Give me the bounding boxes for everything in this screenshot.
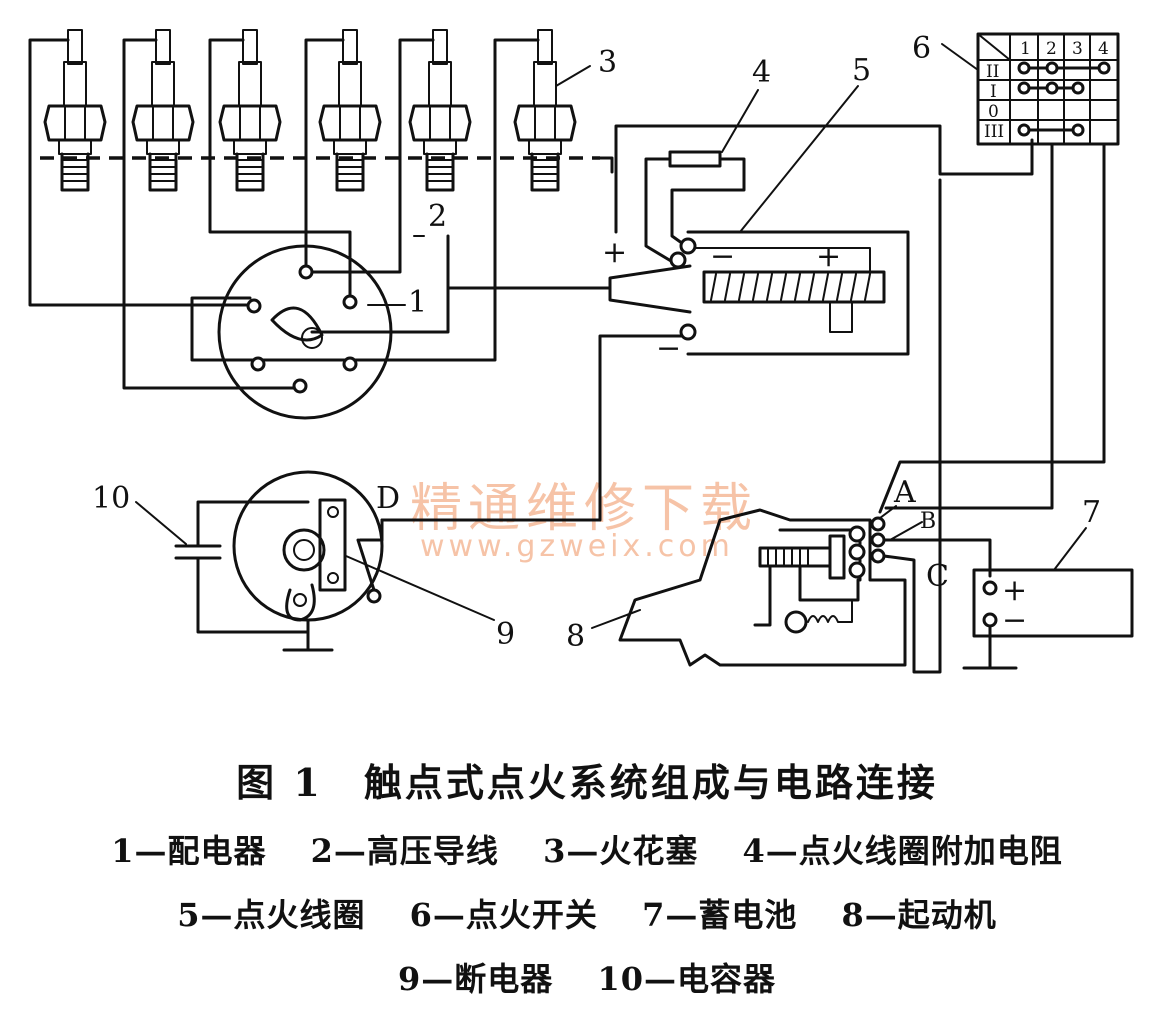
callout-2: 2 bbox=[428, 199, 447, 234]
legend-item: 4—点火线圈附加电阻 bbox=[742, 832, 1063, 870]
legend-item: 10—电容器 bbox=[597, 960, 776, 998]
callout-7: 7 bbox=[1082, 495, 1101, 530]
coil-primary-plus: + bbox=[816, 239, 841, 274]
coil-minus-terminal: − bbox=[656, 331, 681, 366]
legend-item: 8—起动机 bbox=[841, 896, 997, 934]
coil-plus-terminal: + bbox=[602, 235, 627, 270]
figure-title: 图 1 触点式点火系统组成与电路连接 bbox=[236, 760, 938, 805]
ignition-circuit-diagram: 精通维修下载 www.gzweix.com bbox=[28, 29, 1134, 674]
legend-row-1: 1—配电器 2—高压导线 3—火花塞 4—点火线圈附加电阻 bbox=[0, 826, 1174, 872]
callout-4: 4 bbox=[752, 55, 771, 90]
legend-item: 3—火花塞 bbox=[543, 832, 699, 870]
distributor bbox=[217, 244, 393, 420]
callout-8: 8 bbox=[566, 619, 585, 654]
spark-plug bbox=[43, 29, 107, 192]
legend-item: 7—蓄电池 bbox=[642, 896, 798, 934]
terminal-C: C bbox=[926, 559, 949, 594]
callout-1: 1 bbox=[408, 285, 427, 320]
ballast-resistor bbox=[614, 124, 1034, 266]
switch-row-I: I bbox=[990, 82, 997, 102]
high-voltage-leads bbox=[28, 38, 612, 390]
legend-row-3: 9—断电器 10—电容器 bbox=[0, 954, 1174, 1000]
callout-10: 10 bbox=[92, 481, 130, 516]
callout-3: 3 bbox=[598, 45, 617, 80]
capacitor bbox=[174, 500, 310, 634]
legend-item: 1—配电器 bbox=[111, 832, 267, 870]
battery-minus: − bbox=[1002, 603, 1027, 638]
terminal-D: D bbox=[376, 481, 400, 516]
legend-row-2: 5—点火线圈 6—点火开关 7—蓄电池 8—起动机 bbox=[0, 890, 1174, 936]
switch-col-1: 1 bbox=[1020, 39, 1031, 59]
callout-5: 5 bbox=[852, 53, 871, 88]
battery-plus: + bbox=[1002, 573, 1027, 608]
switch-col-2: 2 bbox=[1046, 39, 1057, 59]
terminal-B: B bbox=[920, 509, 936, 534]
spark-plug bbox=[513, 29, 577, 192]
legend-item: 6—点火开关 bbox=[409, 896, 598, 934]
ignition-switch: 1 2 3 4 II I 0 III bbox=[878, 32, 1120, 514]
spark-plug bbox=[131, 29, 195, 192]
battery: + − bbox=[962, 568, 1134, 670]
spark-plug bbox=[218, 29, 282, 192]
watermark: 精通维修下载 www.gzweix.com bbox=[410, 479, 758, 564]
switch-row-III: III bbox=[984, 122, 1004, 142]
spark-plug bbox=[318, 29, 382, 192]
callout-9: 9 bbox=[496, 617, 515, 652]
watermark-cn: 精通维修下载 bbox=[410, 479, 758, 539]
legend-item: 5—点火线圈 bbox=[177, 896, 366, 934]
ignition-coil bbox=[380, 230, 910, 522]
coil-primary-minus: − bbox=[710, 239, 735, 274]
switch-row-II: II bbox=[986, 62, 999, 82]
switch-col-3: 3 bbox=[1072, 39, 1083, 59]
legend-item: 2—高压导线 bbox=[310, 832, 499, 870]
switch-col-4: 4 bbox=[1098, 39, 1109, 59]
starter-motor bbox=[618, 178, 992, 674]
legend-item: 9—断电器 bbox=[398, 960, 554, 998]
watermark-url: www.gzweix.com bbox=[420, 529, 734, 564]
terminal-A: A bbox=[893, 475, 916, 510]
callouts: 3 2 1 4 5 6 7 8 9 10 A B C D + − + − bbox=[92, 31, 1101, 654]
callout-6: 6 bbox=[912, 31, 931, 66]
spark-plugs bbox=[40, 29, 614, 192]
switch-row-0: 0 bbox=[988, 102, 999, 122]
spark-plug bbox=[408, 29, 472, 192]
